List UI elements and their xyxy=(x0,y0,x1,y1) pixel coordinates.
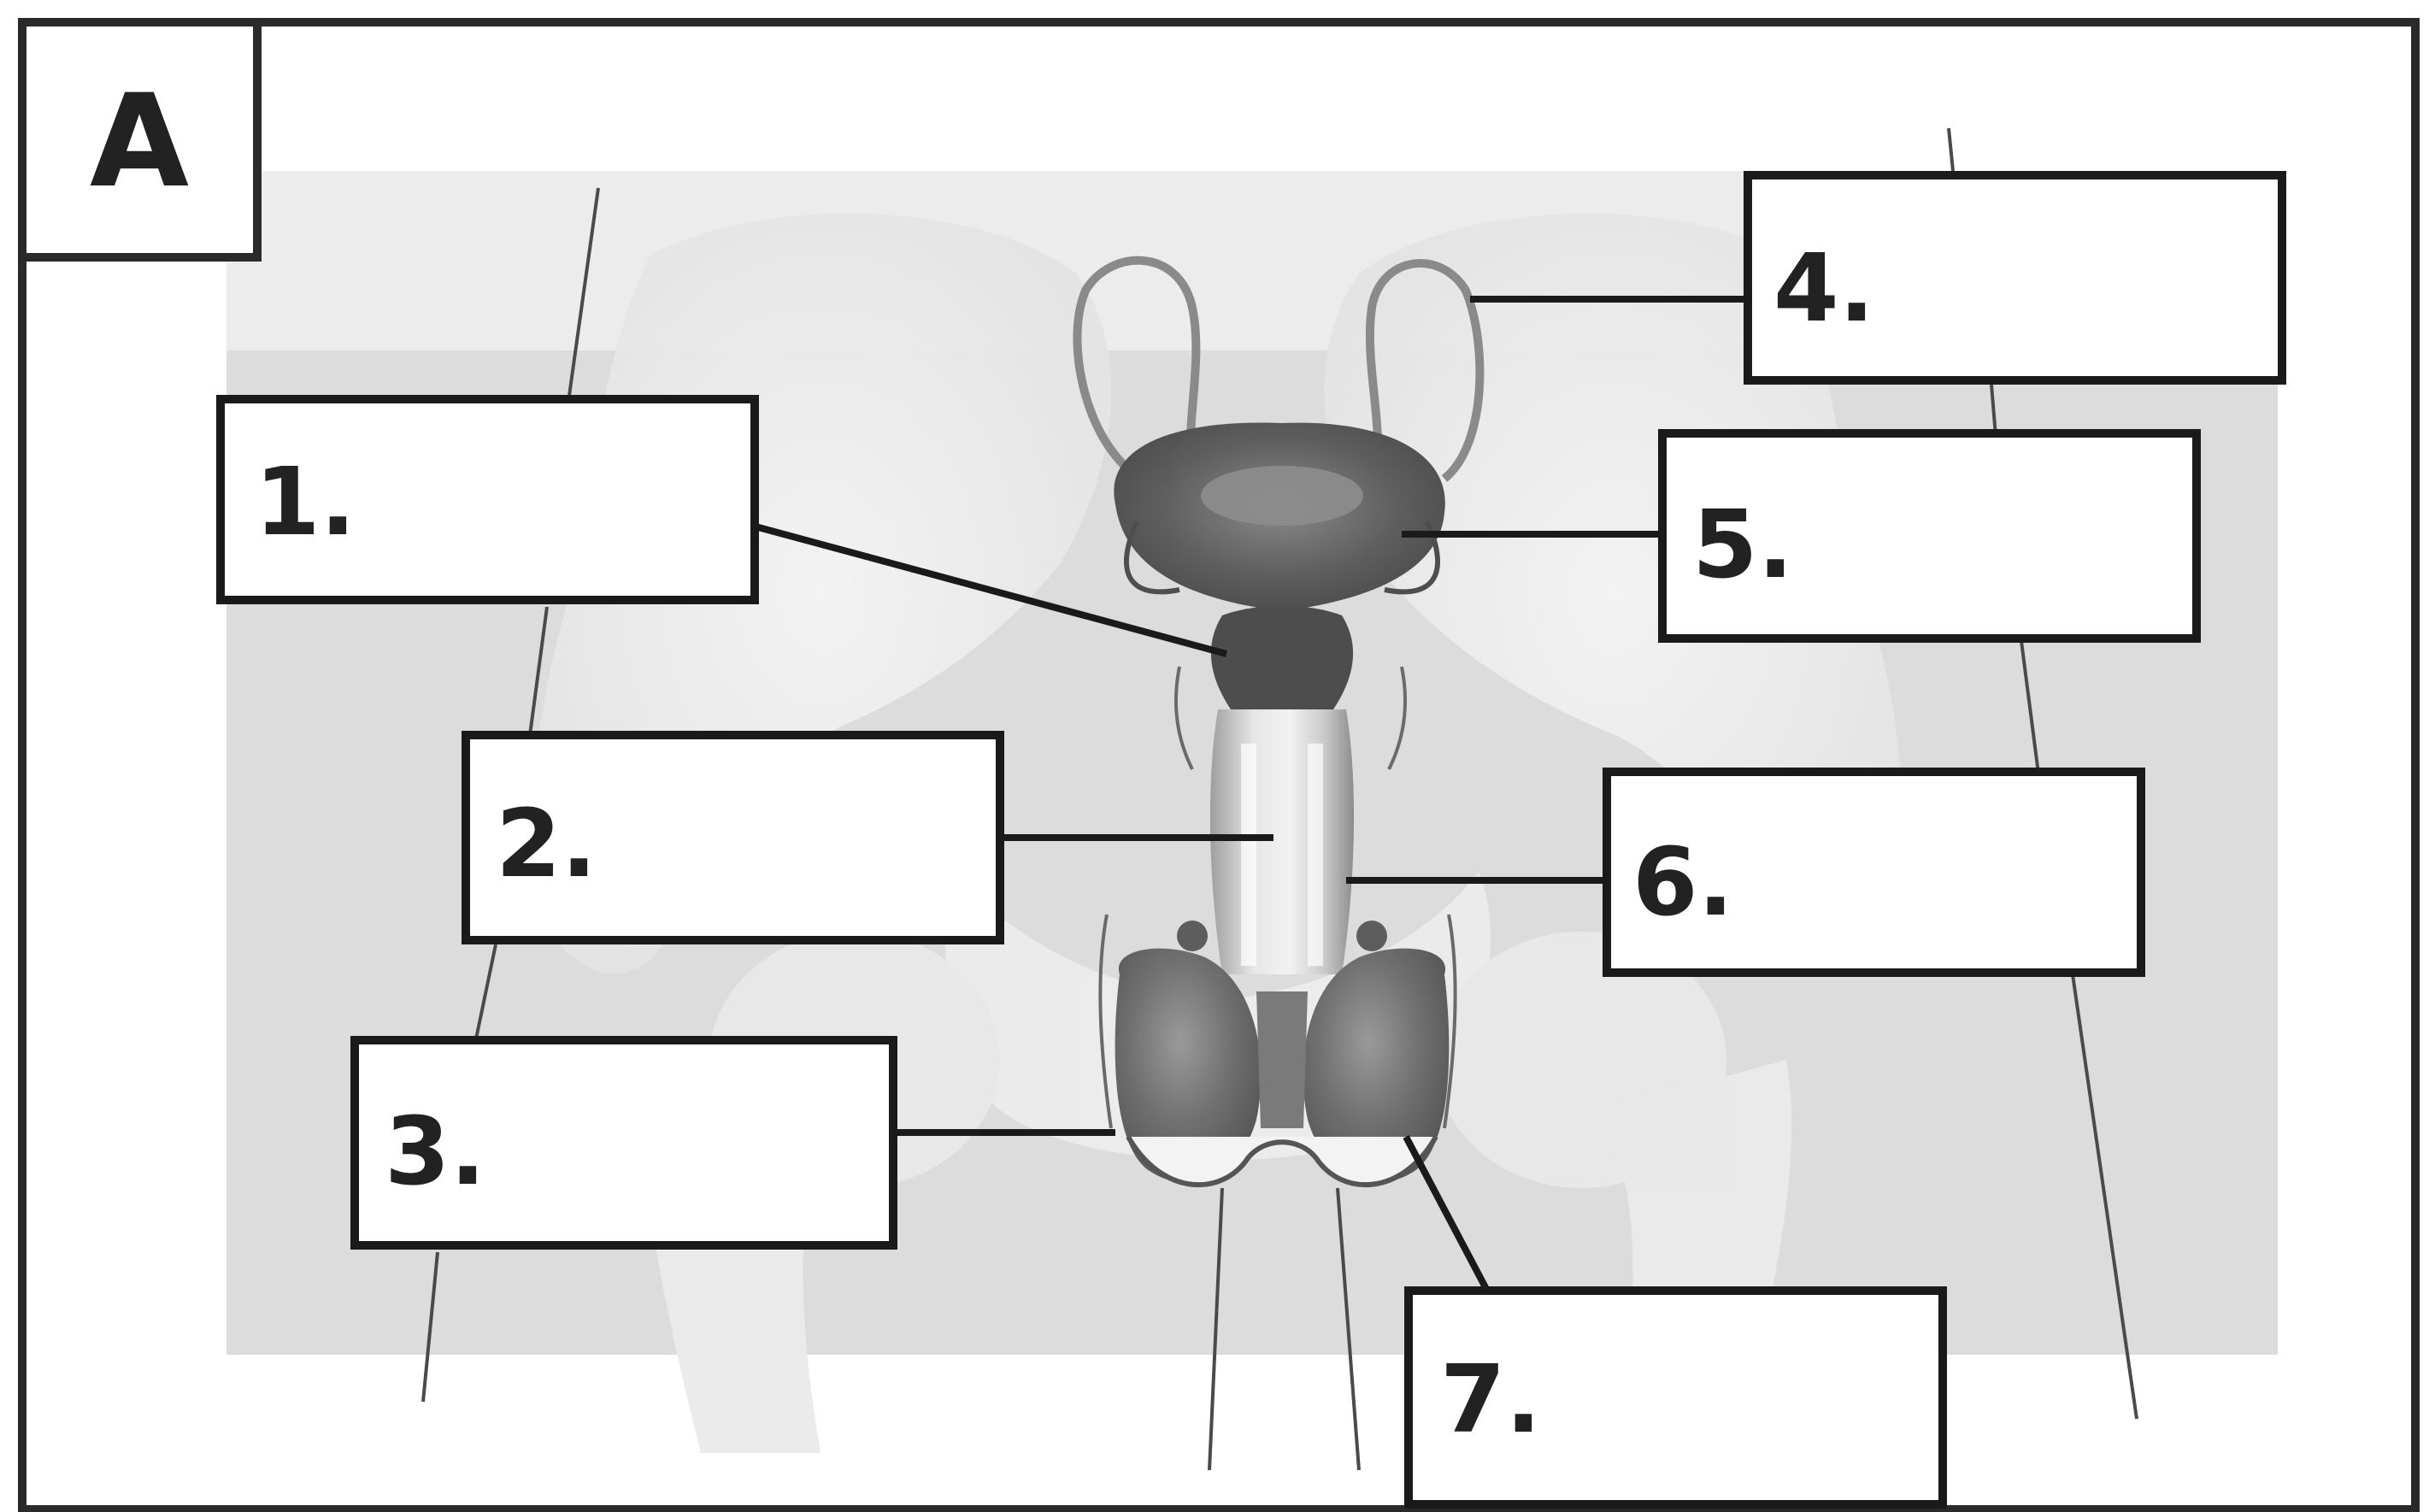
label-box-3[interactable]: 3. xyxy=(355,1040,893,1245)
label-number-5: 5. xyxy=(1692,490,1793,599)
label-number-2: 2. xyxy=(496,789,597,898)
label-box-6[interactable]: 6. xyxy=(1607,772,2141,973)
prostate xyxy=(1211,606,1353,720)
label-number-6: 6. xyxy=(1632,827,1733,937)
penile-shaft xyxy=(1210,709,1354,974)
label-box-1[interactable]: 1. xyxy=(221,399,755,600)
panel-letter: A xyxy=(90,68,189,216)
label-number-3: 3. xyxy=(385,1097,485,1206)
label-box-4[interactable]: 4. xyxy=(1748,175,2282,380)
panel-letter-box: A xyxy=(22,22,257,257)
label-number-4: 4. xyxy=(1773,233,1874,343)
label-number-1: 1. xyxy=(255,447,356,556)
label-box-5[interactable]: 5. xyxy=(1662,433,2197,638)
label-box-2[interactable]: 2. xyxy=(466,735,1000,940)
label-number-7: 7. xyxy=(1440,1344,1541,1454)
label-box-7[interactable]: 7. xyxy=(1409,1291,1943,1504)
